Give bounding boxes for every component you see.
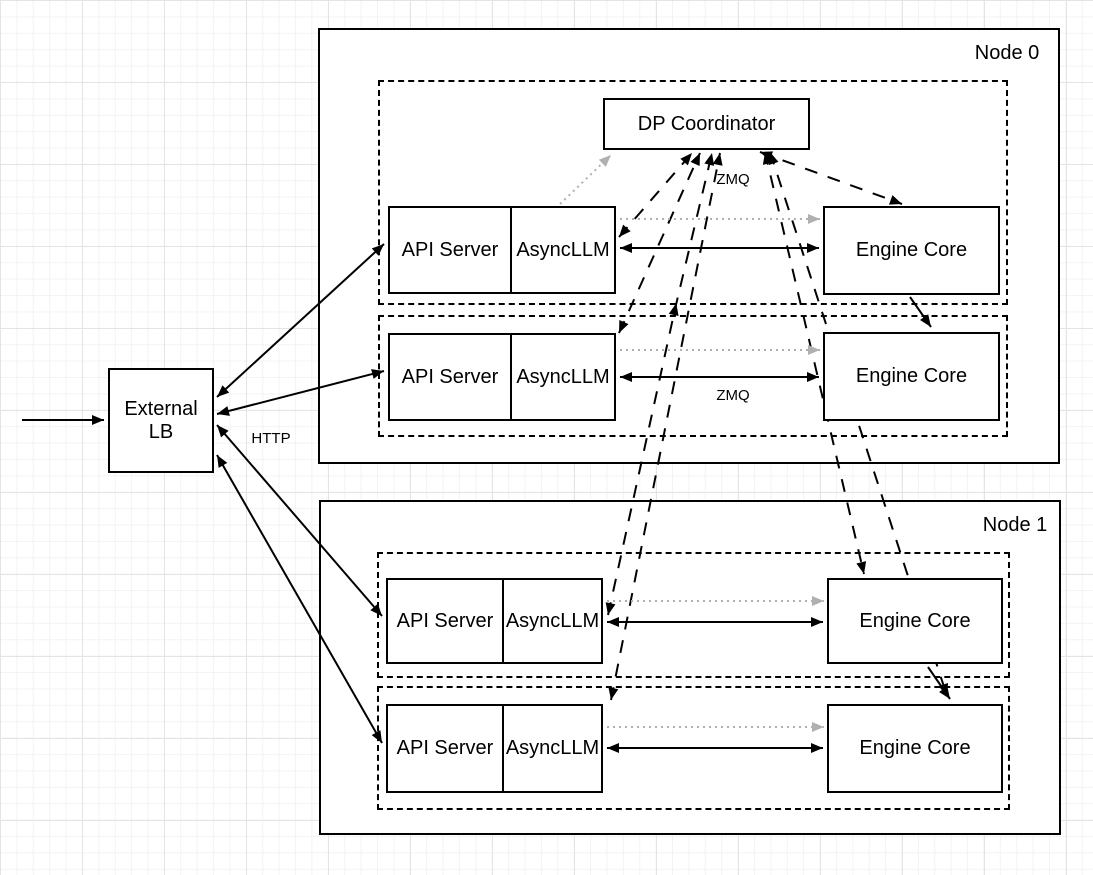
node0-engine-core0-label: Engine Core	[855, 239, 968, 261]
node1-title: Node 1	[982, 514, 1048, 536]
dp-coordinator-box: DP Coordinator	[603, 98, 810, 150]
node1-api-server0-label: API Server	[396, 609, 494, 632]
zmq-label-top: ZMQ	[716, 171, 750, 188]
node1-asyncllm1: AsyncLLM	[504, 706, 601, 791]
node1-api-server1: API Server	[388, 706, 504, 791]
node0-api-server0: API Server	[390, 208, 512, 292]
external-lb-box: External LB	[108, 368, 214, 473]
node1-engine-core0-label: Engine Core	[859, 609, 971, 632]
zmq-label-mid: ZMQ	[716, 387, 750, 404]
node1-engine-core1-label: Engine Core	[859, 737, 971, 759]
node0-api-server1: API Server	[390, 335, 512, 419]
node1-asyncllm0: AsyncLLM	[504, 580, 601, 662]
node0-engine-core0: Engine Core	[823, 206, 1000, 295]
node0-asyncllm1-label: AsyncLLM	[516, 365, 610, 388]
node0-asyncllm1: AsyncLLM	[512, 335, 614, 419]
node1-api-server1-label: API Server	[396, 737, 494, 759]
node1-frontend0-box: API Server AsyncLLM	[386, 578, 603, 664]
node0-engine-core1: Engine Core	[823, 332, 1000, 421]
node0-frontend0-box: API Server AsyncLLM	[388, 206, 616, 294]
node1-api-server0: API Server	[388, 580, 504, 662]
dp-coordinator-label: DP Coordinator	[637, 112, 776, 135]
node1-engine-core1: Engine Core	[827, 704, 1003, 793]
http-label: HTTP	[251, 430, 291, 447]
external-lb-label-line2: LB	[148, 420, 174, 443]
node0-asyncllm0-label: AsyncLLM	[516, 238, 610, 261]
node1-asyncllm1-label: AsyncLLM	[505, 737, 600, 759]
node1-asyncllm0-label: AsyncLLM	[505, 609, 600, 632]
node0-engine-core1-label: Engine Core	[855, 365, 968, 387]
node1-frontend1-box: API Server AsyncLLM	[386, 704, 603, 793]
external-lb-label-line1: External	[124, 397, 198, 420]
node0-api-server0-label: API Server	[401, 238, 499, 261]
node0-title: Node 0	[974, 42, 1040, 64]
node0-frontend1-box: API Server AsyncLLM	[388, 333, 616, 421]
node1-engine-core0: Engine Core	[827, 578, 1003, 664]
node0-api-server1-label: API Server	[401, 365, 499, 388]
node0-asyncllm0: AsyncLLM	[512, 208, 614, 292]
